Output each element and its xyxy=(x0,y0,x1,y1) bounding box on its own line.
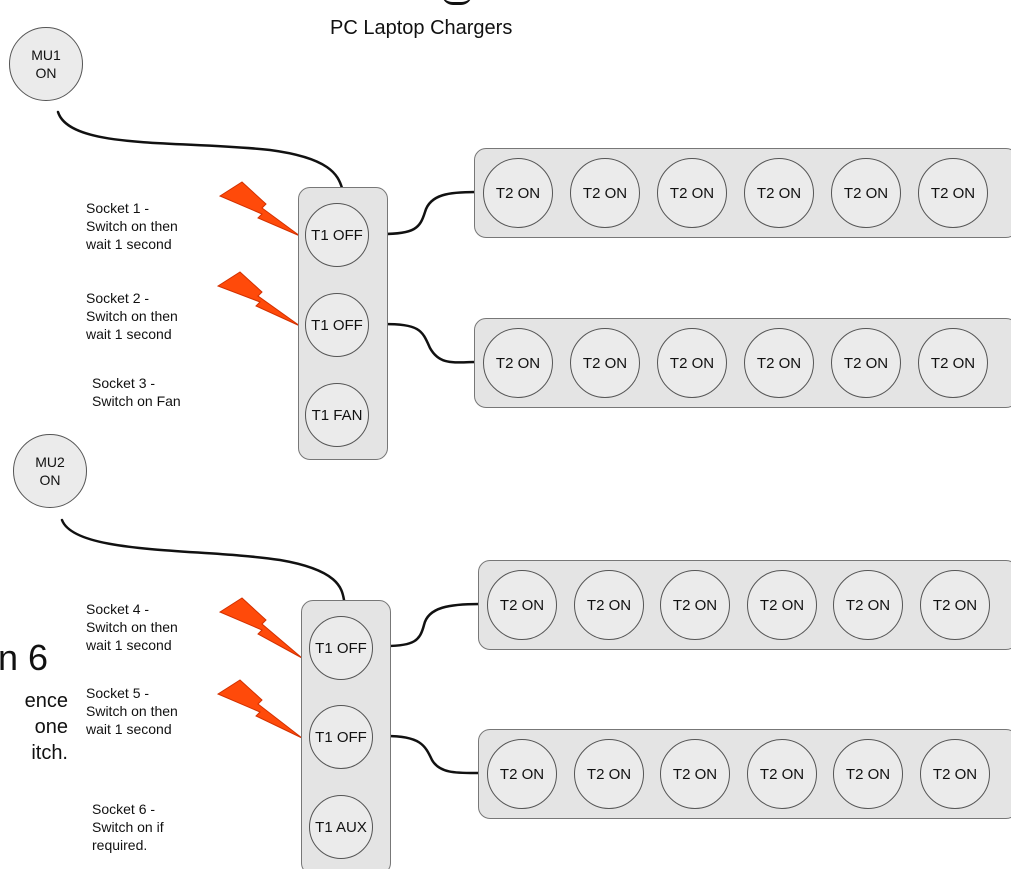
strip-4-outlet-1: T2 ON xyxy=(487,739,557,809)
bolt-socket-4 xyxy=(218,597,303,659)
bolt-socket-1 xyxy=(218,181,301,237)
note-socket-5: Socket 5 - Switch on then wait 1 second xyxy=(86,685,178,737)
strip-1-outlet-2: T2 ON xyxy=(570,158,640,228)
note-socket-1: Socket 1 - Switch on then wait 1 second xyxy=(86,200,178,252)
strip-1-outlet-5: T2 ON xyxy=(831,158,901,228)
strip-4-outlet-5: T2 ON xyxy=(833,739,903,809)
strip-2-outlet-6: T2 ON xyxy=(918,328,988,398)
strip-4-outlet-6: T2 ON xyxy=(920,739,990,809)
strip-1-outlet-3: T2 ON xyxy=(657,158,727,228)
master-unit-2: MU2 ON xyxy=(13,434,87,508)
strip-3-outlet-5: T2 ON xyxy=(833,570,903,640)
strip-1-outlet-6: T2 ON xyxy=(918,158,988,228)
strip-4-outlet-3: T2 ON xyxy=(660,739,730,809)
strip-1-outlet-1: T2 ON xyxy=(483,158,553,228)
wire-t4-strip3 xyxy=(384,602,482,648)
socket-5: T1 OFF xyxy=(309,705,373,769)
clipped-title-fragment: n 6 xyxy=(0,637,49,678)
clipped-title-stroke xyxy=(442,0,472,5)
socket-6: T1 AUX xyxy=(309,795,373,859)
wire-t1-strip1 xyxy=(380,190,478,236)
socket-2: T1 OFF xyxy=(305,293,369,357)
socket-3: T1 FAN xyxy=(305,383,369,447)
strip-4-outlet-2: T2 ON xyxy=(574,739,644,809)
strip-3-outlet-4: T2 ON xyxy=(747,570,817,640)
strip-1-outlet-4: T2 ON xyxy=(744,158,814,228)
strip-3-outlet-6: T2 ON xyxy=(920,570,990,640)
socket-1: T1 OFF xyxy=(305,203,369,267)
master-unit-1: MU1 ON xyxy=(9,27,83,101)
strip-2-outlet-3: T2 ON xyxy=(657,328,727,398)
strip-3-outlet-2: T2 ON xyxy=(574,570,644,640)
note-socket-4: Socket 4 - Switch on then wait 1 second xyxy=(86,601,178,653)
strip-2-outlet-1: T2 ON xyxy=(483,328,553,398)
socket-4: T1 OFF xyxy=(309,616,373,680)
note-socket-3: Socket 3 - Switch on Fan xyxy=(92,375,181,409)
bolt-socket-5 xyxy=(216,679,303,739)
strip-3-outlet-1: T2 ON xyxy=(487,570,557,640)
note-socket-6: Socket 6 - Switch on if required. xyxy=(92,801,164,853)
strip-2-outlet-5: T2 ON xyxy=(831,328,901,398)
clipped-text-fragment: ence one itch. xyxy=(24,690,68,764)
strip-3-outlet-3: T2 ON xyxy=(660,570,730,640)
note-socket-2: Socket 2 - Switch on then wait 1 second xyxy=(86,290,178,342)
diagram-subtitle: PC Laptop Chargers xyxy=(330,17,513,39)
wire-mu1-tower1 xyxy=(56,110,344,190)
strip-2-outlet-4: T2 ON xyxy=(744,328,814,398)
wire-mu2-tower2 xyxy=(60,518,346,602)
wire-t1-strip2 xyxy=(380,322,478,364)
strip-4-outlet-4: T2 ON xyxy=(747,739,817,809)
strip-2-outlet-2: T2 ON xyxy=(570,328,640,398)
bolt-socket-2 xyxy=(216,271,301,327)
wire-t5-strip4 xyxy=(384,734,482,775)
